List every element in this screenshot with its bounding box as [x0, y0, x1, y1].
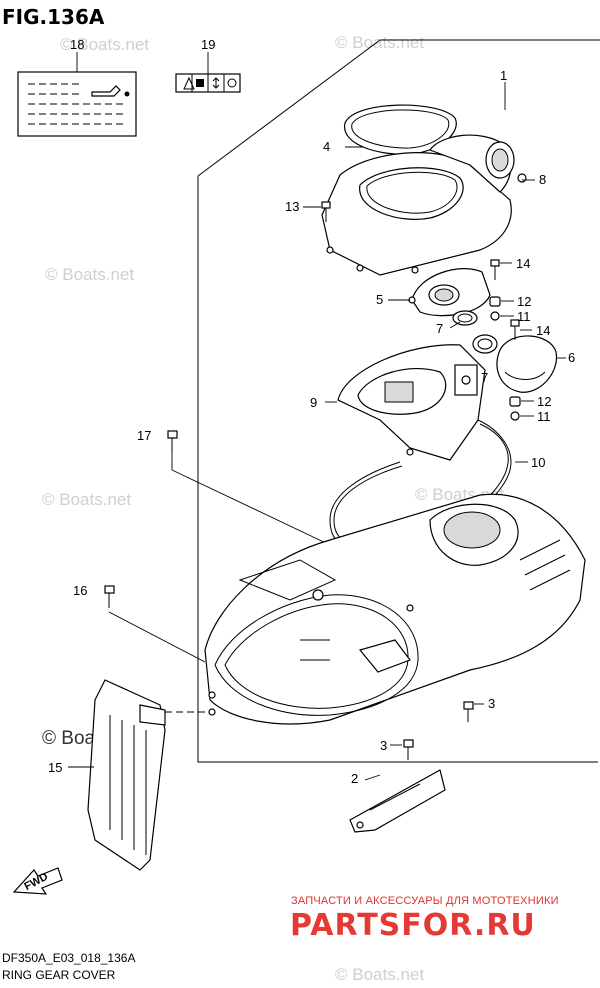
nut-11 — [490, 311, 500, 321]
watermark: © Boats.net — [45, 265, 134, 284]
bolt-3 — [403, 739, 414, 760]
shield-15 — [87, 679, 166, 871]
callout-19: 19 — [201, 37, 215, 52]
callout-17: 17 — [137, 428, 151, 443]
bolt-14 — [510, 319, 520, 340]
seal-7 — [452, 310, 478, 326]
callout-12: 12 — [537, 394, 551, 409]
bolt-14 — [490, 259, 500, 280]
callout-14: 14 — [516, 256, 530, 271]
callout-2: 2 — [351, 771, 358, 786]
figure-code: DF350A_E03_018_136A — [2, 951, 135, 965]
watermark: © Boats.net — [335, 33, 424, 52]
callout-14: 14 — [536, 323, 550, 338]
grommet-12 — [509, 396, 521, 407]
ring-gear-cover — [204, 493, 586, 725]
bolt-17 — [167, 430, 178, 452]
callout-13: 13 — [285, 199, 299, 214]
bolt-13 — [321, 201, 331, 222]
watermark: © Boats.net — [60, 35, 149, 54]
callout-4: 4 — [323, 139, 330, 154]
silencer-case-9 — [337, 344, 486, 461]
label-decal-18 — [17, 71, 137, 137]
figure-title: FIG.136A — [2, 5, 105, 29]
callout-10: 10 — [531, 455, 545, 470]
callout-7: 7 — [481, 370, 488, 385]
callout-11: 11 — [537, 409, 551, 424]
cap-6 — [496, 335, 558, 393]
callout-12: 12 — [517, 294, 531, 309]
callout-18: 18 — [70, 37, 84, 52]
nut-11 — [510, 411, 520, 421]
callout-8: 8 — [539, 172, 546, 187]
callout-5: 5 — [376, 292, 383, 307]
callout-3: 3 — [380, 738, 387, 753]
assembly-outline — [197, 39, 600, 763]
gasket-4 — [344, 104, 457, 155]
callout-15: 15 — [48, 760, 62, 775]
watermark: © Boats.net — [335, 965, 424, 984]
fwd-arrow: FWD — [12, 867, 63, 895]
callout-7: 7 — [436, 321, 443, 336]
callout-1: 1 — [500, 68, 507, 83]
callout-9: 9 — [310, 395, 317, 410]
caution-decal-19 — [175, 73, 241, 93]
grommet-12 — [489, 296, 501, 307]
watermark: © Boats.net — [42, 490, 131, 509]
brand-tagline: ЗАПЧАСТИ И АКСЕССУАРЫ ДЛЯ МОТОТЕХНИКИ — [291, 895, 559, 907]
callout-3: 3 — [488, 696, 495, 711]
callout-6: 6 — [568, 350, 575, 365]
bolt-16 — [104, 585, 115, 608]
duct-5 — [408, 268, 491, 317]
seal-7 — [472, 334, 498, 354]
bracket-2 — [349, 769, 446, 833]
callout-11: 11 — [517, 309, 531, 324]
bolt-3 — [463, 701, 474, 722]
callout-16: 16 — [73, 583, 87, 598]
figure-caption: RING GEAR COVER — [2, 968, 116, 982]
top-cover — [321, 134, 527, 276]
brand-logo: PARTSFOR.RU — [290, 908, 536, 943]
